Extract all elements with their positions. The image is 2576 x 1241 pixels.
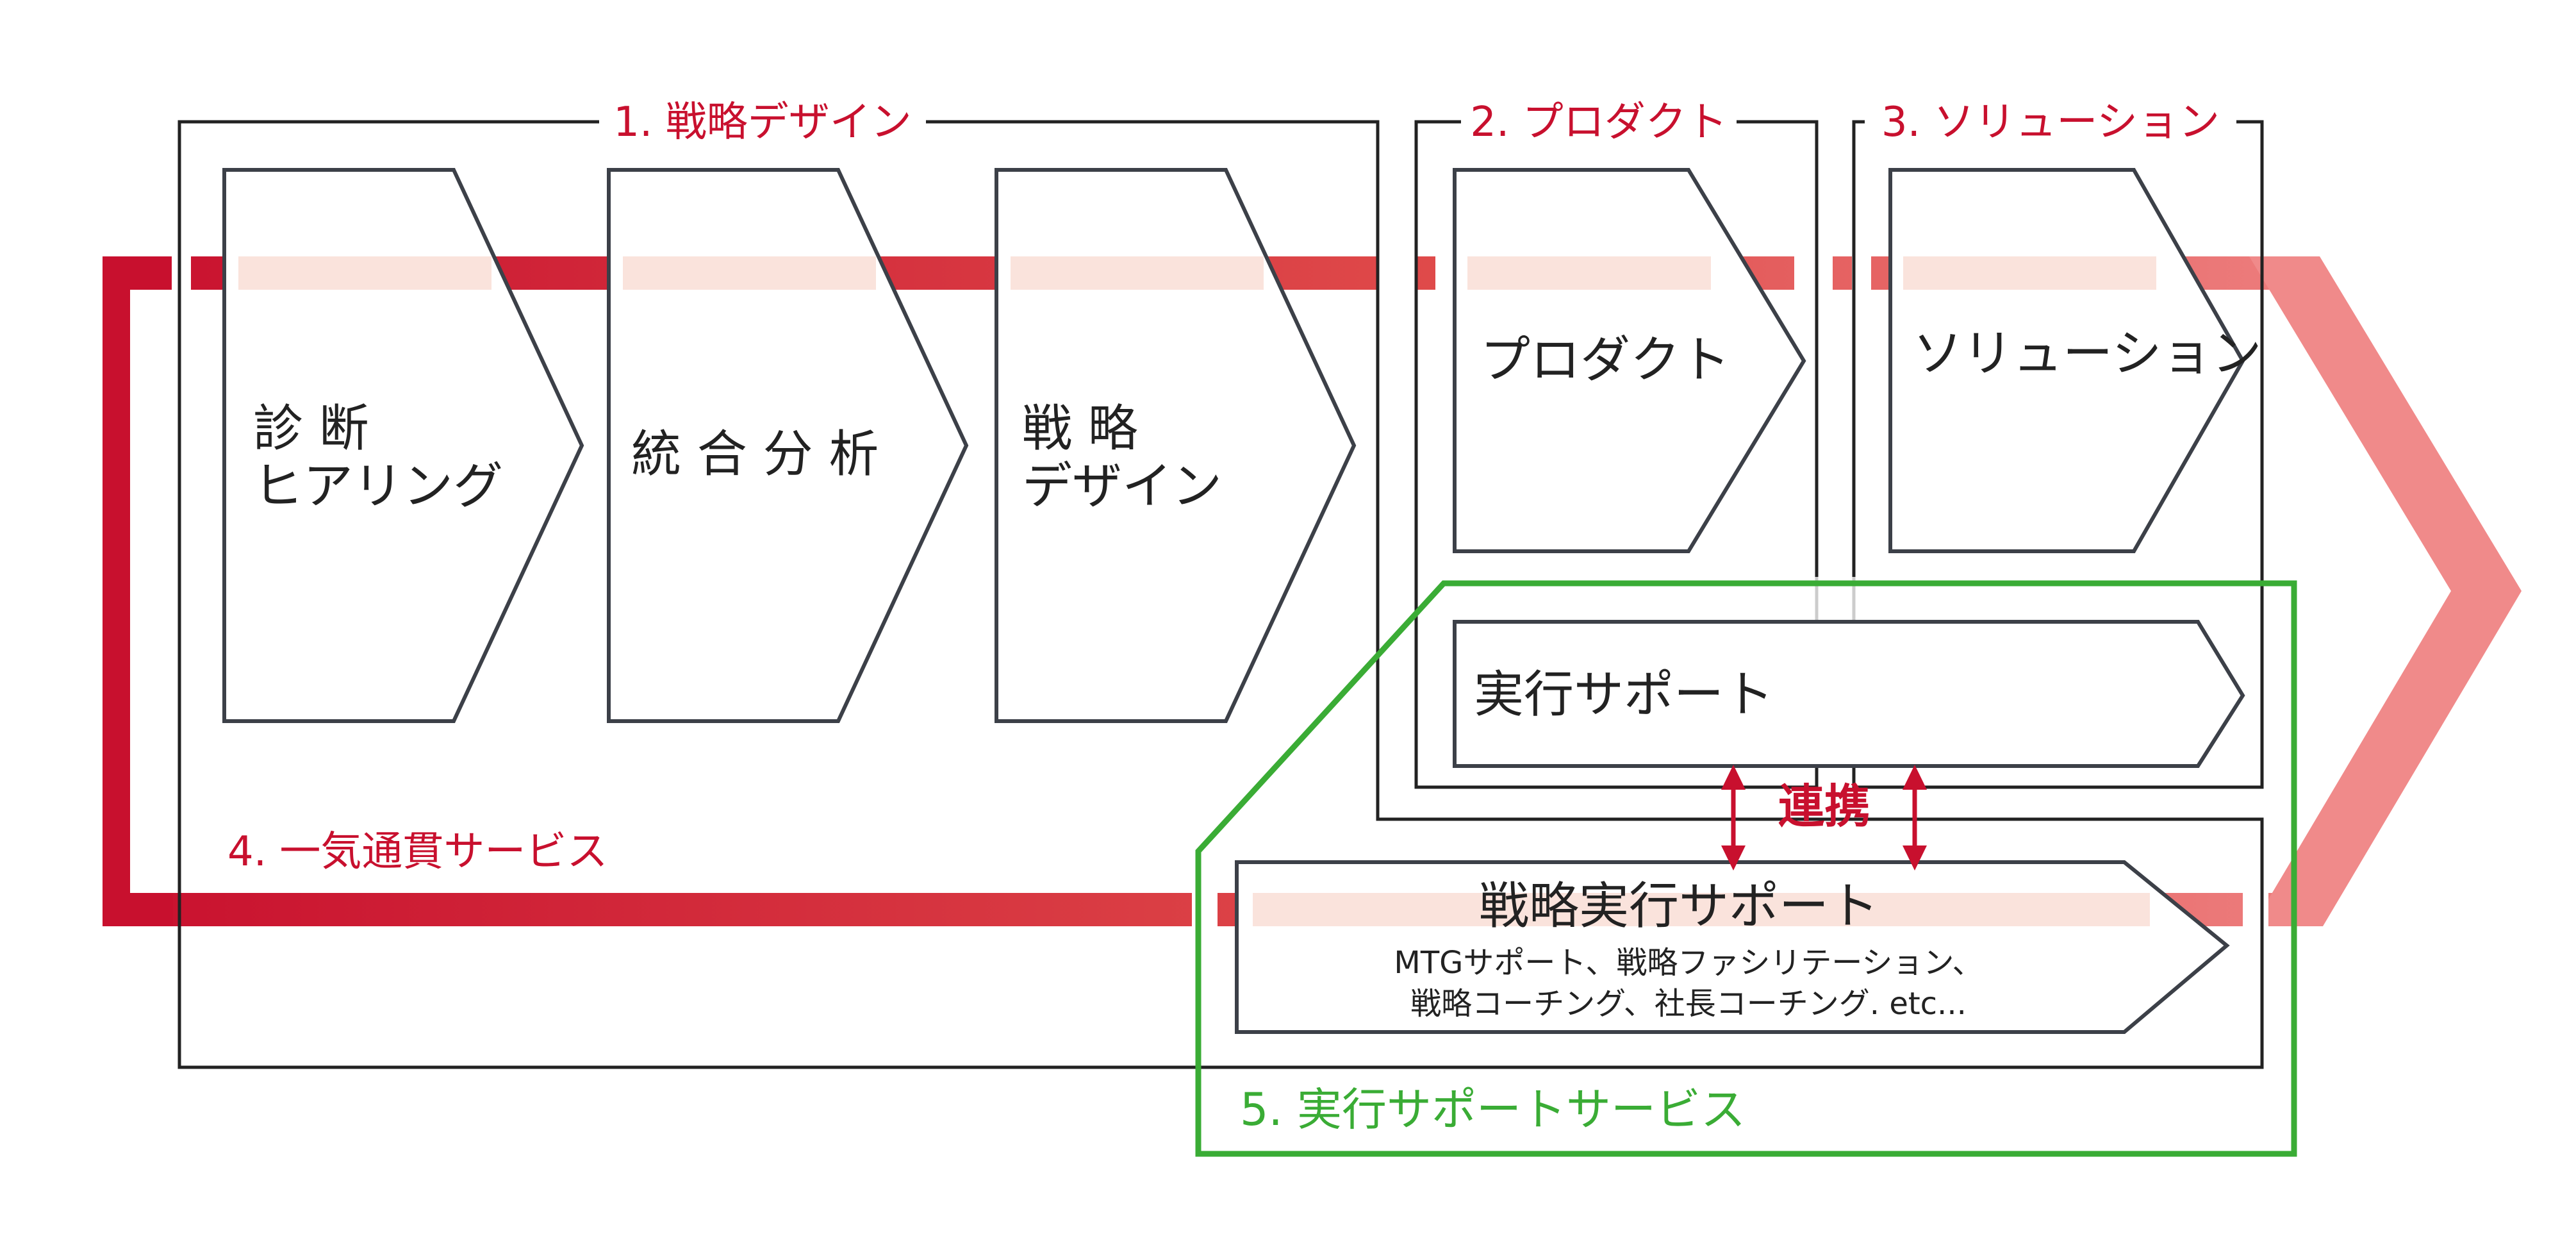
chevron-highlight	[1903, 256, 2156, 290]
node-label: 実行サポート	[1474, 666, 1774, 724]
band-gap	[1378, 254, 1416, 292]
band-gap	[1794, 254, 1833, 292]
product-group-label: 2. プロダクト	[1470, 99, 1727, 146]
chevron-strategy-design: 戦 略 デザイン	[995, 168, 1357, 723]
node-label: ソリューション	[1913, 325, 2261, 383]
solution-frame	[1852, 120, 2264, 789]
execution-support-service-label: 5. 実行サポートサービス	[1240, 1083, 1746, 1136]
chevron-highlight	[1253, 893, 2150, 926]
chevron-shape	[1453, 620, 2245, 768]
chevron-highlight	[1467, 256, 1711, 290]
chevron-highlight	[238, 256, 491, 290]
node-label: プロダクト	[1480, 331, 1730, 389]
node-label: 診 断	[253, 400, 369, 458]
node-label: 戦 略	[1022, 400, 1138, 458]
link-connector: 連携	[1721, 765, 1927, 870]
solution-group-label: 3. ソリューション	[1881, 99, 2220, 146]
chevron-highlight	[623, 256, 876, 290]
one-stop-service-label: 4. 一気通貫サービス	[227, 828, 607, 876]
arrow-head-down	[1903, 845, 1927, 870]
strategy-design-group-label: 1. 戦略デザイン	[613, 99, 911, 146]
node-detail: 戦略コーチング、社長コーチング. etc...	[1410, 986, 1967, 1022]
chevron-product: プロダクト	[1453, 168, 1806, 553]
node-detail: MTGサポート、戦略ファシリテーション、	[1394, 945, 1983, 981]
chevron-shape	[995, 168, 1357, 723]
strategy-design-frame	[178, 120, 2264, 1069]
execution-support-service-outline	[1195, 580, 2297, 1157]
band-gap	[1435, 254, 1455, 292]
node-label: 統 合 分 析	[631, 426, 879, 483]
link-label: 連携	[1778, 779, 1870, 833]
arrow-head-up	[1721, 765, 1746, 790]
chevron-strategy-execution-support: 戦略実行サポート MTGサポート、戦略ファシリテーション、 戦略コーチング、社長…	[1235, 860, 2230, 1034]
product-frame	[1414, 120, 1819, 789]
node-label: デザイン	[1022, 458, 1222, 515]
chevron-shape	[607, 168, 969, 723]
band-gap	[2243, 890, 2268, 929]
flow-left-gap	[130, 290, 173, 893]
chevron-diagnosis: 診 断 ヒアリング	[222, 168, 584, 723]
chevron-integrated-analysis: 統 合 分 析	[607, 168, 969, 723]
chevron-execution-support: 実行サポート	[1453, 620, 2245, 768]
node-title: 戦略実行サポート	[1479, 878, 1879, 935]
double-arrow-right	[1903, 765, 1927, 870]
chevron-shape	[222, 168, 584, 723]
node-label: ヒアリング	[253, 458, 503, 515]
chevron-solution: ソリューション	[1888, 168, 2261, 553]
double-arrow-left	[1721, 765, 1746, 870]
arrow-head-down	[1721, 845, 1746, 870]
arrow-head-up	[1903, 765, 1927, 790]
chevron-highlight	[1011, 256, 1264, 290]
flow-arrow-head	[2249, 256, 2522, 926]
band-gap	[172, 254, 191, 292]
